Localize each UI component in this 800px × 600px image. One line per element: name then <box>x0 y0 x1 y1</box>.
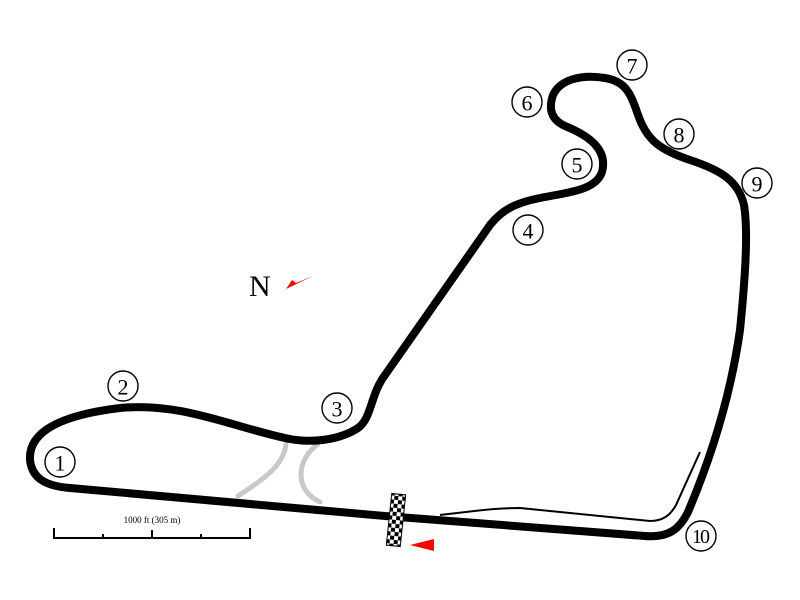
track-outline <box>25 72 751 541</box>
race-direction-arrow-icon <box>410 539 434 551</box>
turn-marker-4: 4 <box>512 214 544 246</box>
runoff-road-left <box>235 441 289 499</box>
turn-marker-1: 1 <box>44 446 76 478</box>
svg-text:6: 6 <box>522 91 533 116</box>
svg-text:2: 2 <box>118 375 129 400</box>
scale-bar <box>53 528 251 539</box>
svg-text:8: 8 <box>674 123 685 148</box>
scale-bar-label: 1000 ft (305 m) <box>124 515 181 525</box>
checkered-flag-icon <box>385 492 407 548</box>
turn-marker-9: 9 <box>741 167 773 199</box>
turn-marker-7: 7 <box>616 49 648 81</box>
turn-marker-10: 10 <box>685 520 717 552</box>
svg-text:3: 3 <box>332 397 343 422</box>
svg-text:1: 1 <box>55 451 66 476</box>
pit-lane <box>439 451 701 523</box>
north-label: N <box>249 270 271 303</box>
turn-marker-5: 5 <box>561 148 593 180</box>
svg-text:5: 5 <box>572 153 583 178</box>
svg-text:9: 9 <box>752 172 763 197</box>
turn-marker-3: 3 <box>321 392 353 424</box>
turn-marker-8: 8 <box>663 118 695 150</box>
svg-text:7: 7 <box>627 54 638 79</box>
runoff-road-right <box>298 441 323 505</box>
turn-marker-6: 6 <box>511 86 543 118</box>
turn-marker-2: 2 <box>107 370 139 402</box>
start-finish-line <box>385 492 407 548</box>
svg-text:10: 10 <box>692 526 710 548</box>
north-arrow-icon <box>286 276 313 289</box>
svg-text:4: 4 <box>523 219 534 244</box>
